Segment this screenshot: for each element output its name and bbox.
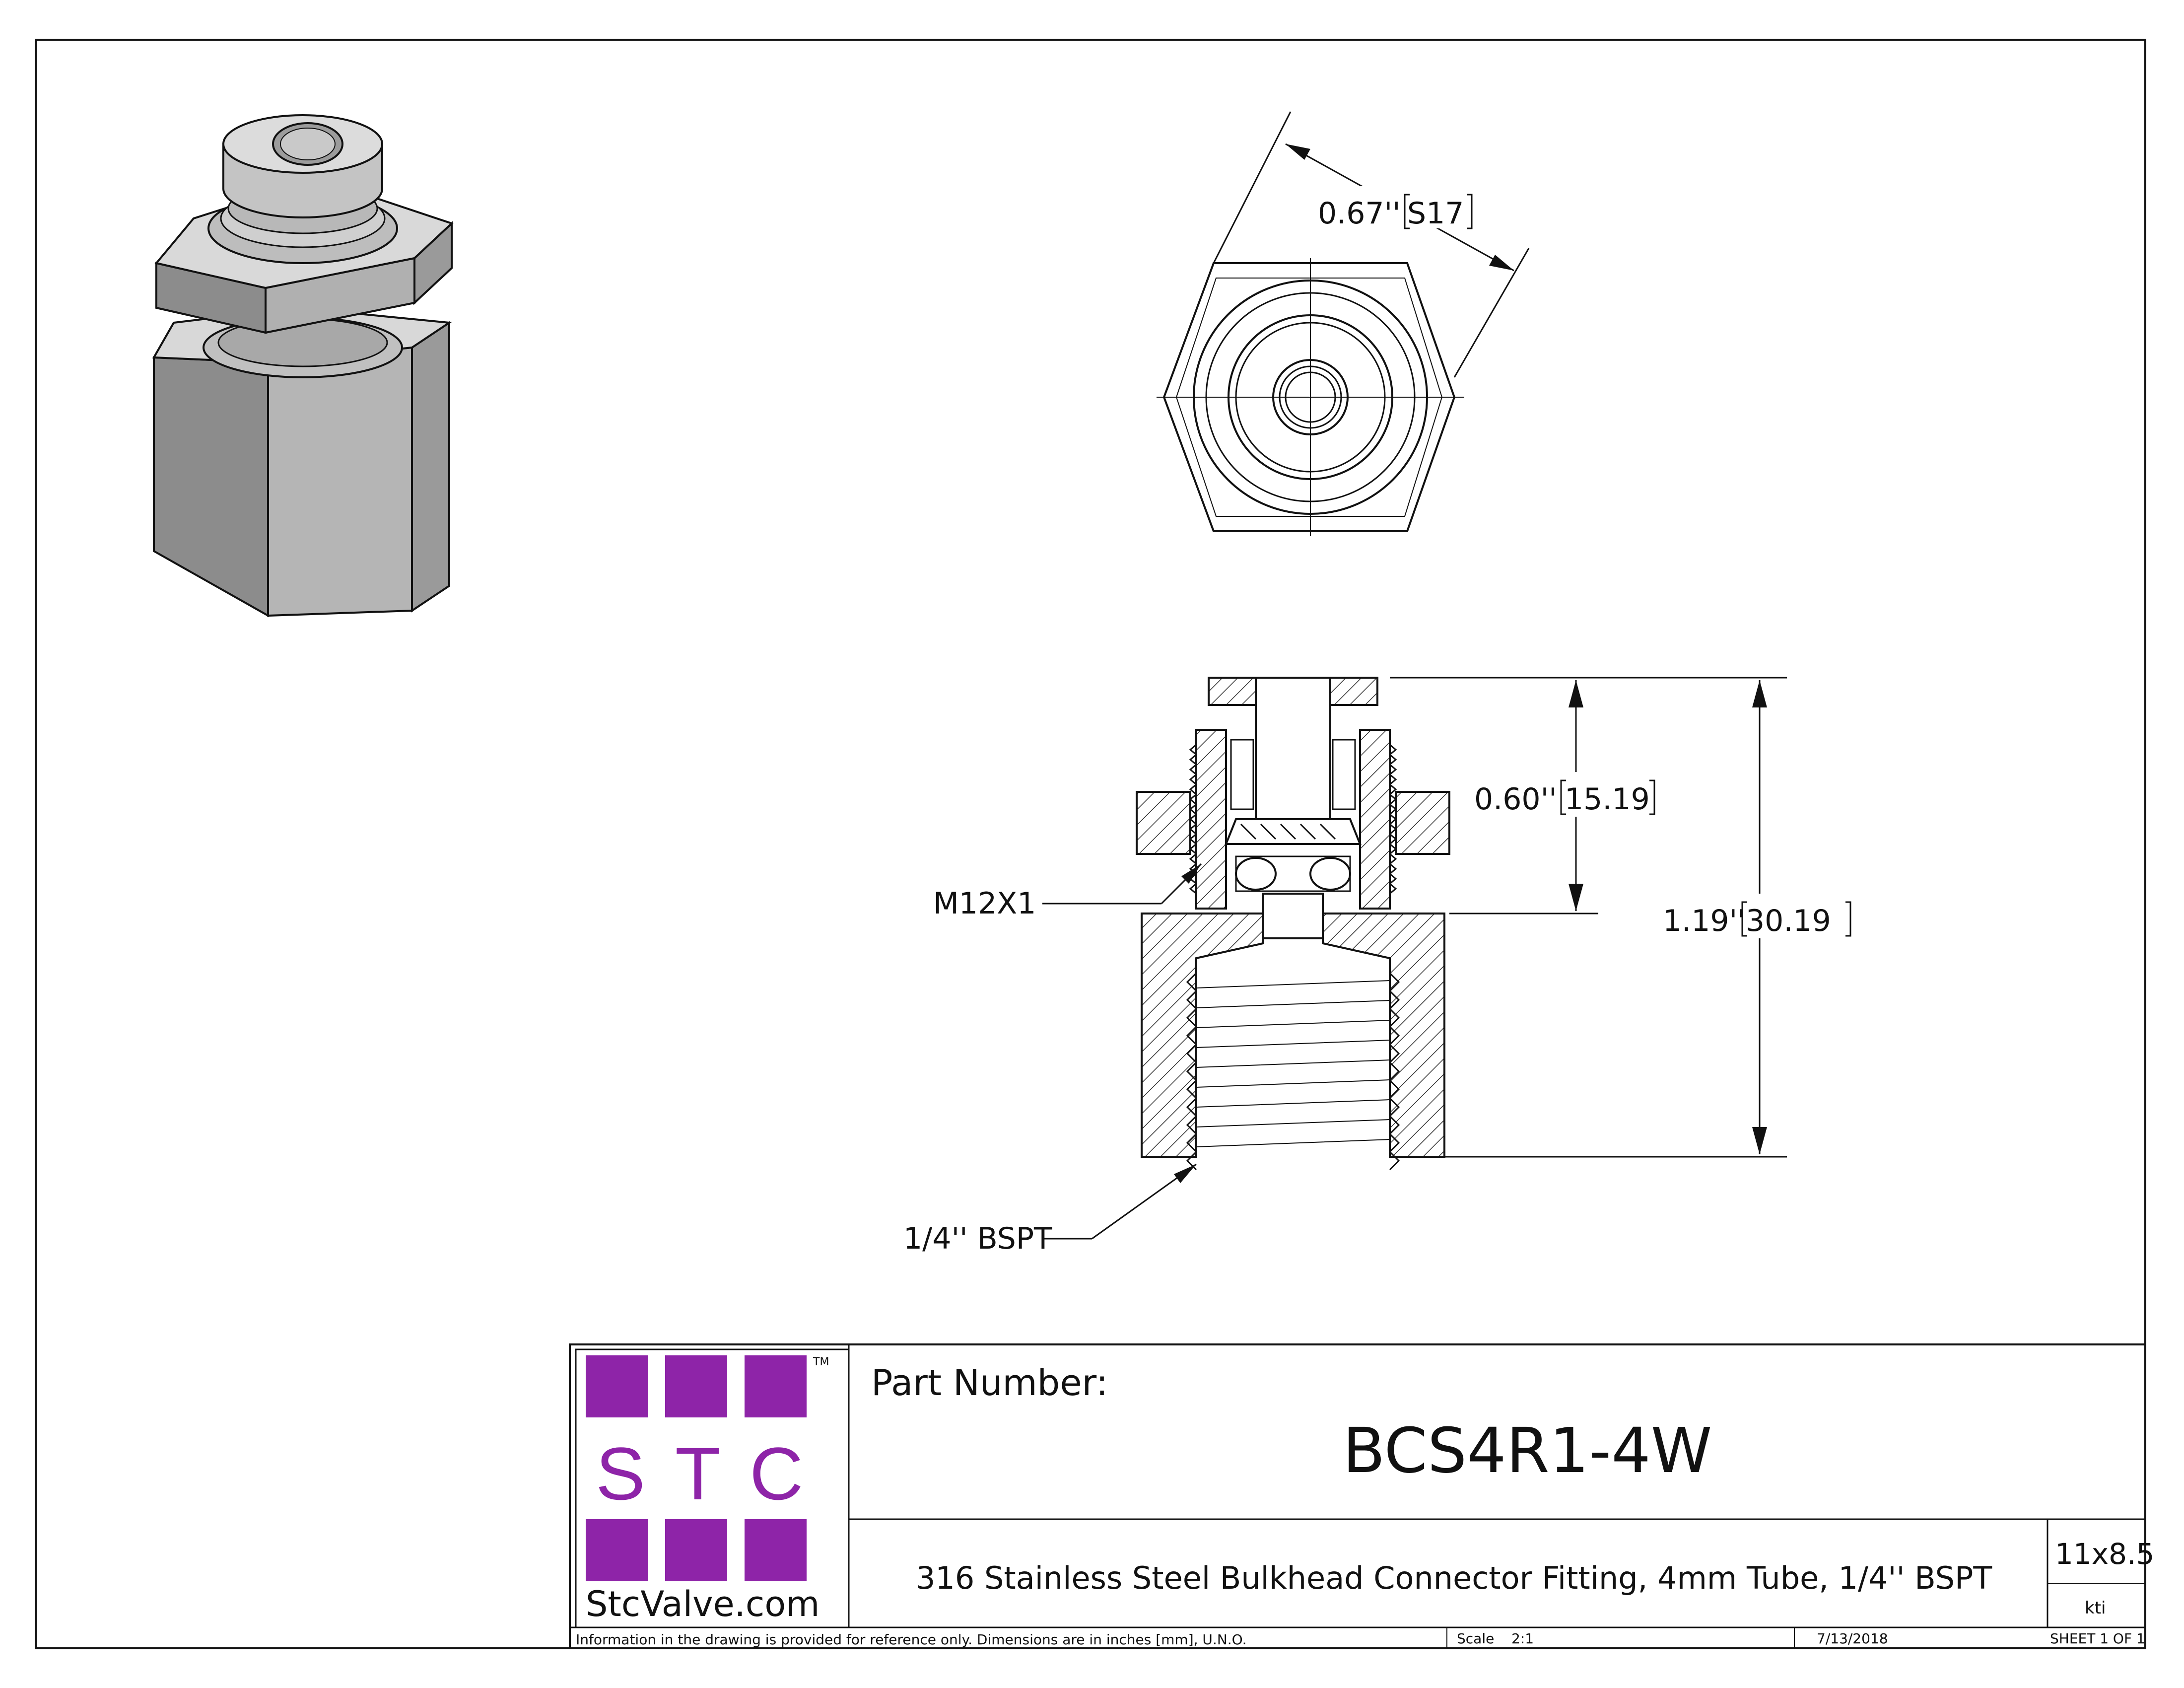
collet-bore-inner bbox=[280, 128, 336, 160]
hex-width-value: 0.67'' bbox=[1318, 196, 1401, 231]
section-body-left bbox=[1141, 913, 1264, 1158]
drawn-by: kti bbox=[2085, 1598, 2106, 1618]
website: StcValve.com bbox=[586, 1584, 819, 1624]
logo-square-4 bbox=[586, 1519, 648, 1581]
dim-119-bracket-left bbox=[1741, 901, 1747, 937]
section-cap-right bbox=[1329, 677, 1378, 706]
section-nut-left bbox=[1136, 791, 1191, 855]
logo-square-5 bbox=[665, 1519, 727, 1581]
body-hex-left-face bbox=[153, 356, 269, 618]
section-nut-right bbox=[1395, 791, 1450, 855]
thread-depth-mm: 15.19 bbox=[1565, 782, 1650, 817]
section-view: 0.60'' 15.19 1.19'' 30.19 M12X1 1/4'' BS… bbox=[903, 677, 1856, 1256]
logo-square-1 bbox=[586, 1355, 648, 1417]
description: 316 Stainless Steel Bulkhead Connector F… bbox=[916, 1560, 1992, 1596]
logo-square-3 bbox=[745, 1355, 807, 1417]
section-body-right bbox=[1322, 913, 1445, 1158]
dim-060-bracket-right bbox=[1649, 779, 1655, 815]
body-hex-front-face bbox=[267, 346, 413, 617]
dim-119-arrow-top bbox=[1752, 680, 1767, 707]
bspt-thread-right bbox=[1388, 972, 1400, 1171]
drawing-date: 7/13/2018 bbox=[1817, 1630, 1888, 1647]
dim-119-bracket-right bbox=[1845, 901, 1851, 937]
dim-060-arrow-bottom bbox=[1569, 884, 1583, 911]
o-ring-right bbox=[1309, 857, 1351, 891]
sheet-size: 11x8.5 bbox=[2055, 1537, 2154, 1571]
thread-depth-value: 0.60'' bbox=[1474, 782, 1557, 817]
overall-length-mm: 30.19 bbox=[1746, 904, 1831, 938]
o-ring-groove bbox=[1235, 855, 1351, 892]
hex-dim-ext-right bbox=[1453, 248, 1530, 378]
section-stem-left bbox=[1195, 729, 1227, 910]
cartridge-collet-left bbox=[1230, 739, 1254, 810]
dim-060-bracket-left bbox=[1560, 779, 1566, 815]
title-block: TM S T C StcValve.com Part Number: BCS4R… bbox=[569, 1343, 2154, 1649]
hex-dim-bracket-right bbox=[1467, 194, 1473, 229]
dim-060-label-bg bbox=[1469, 772, 1663, 817]
bspt-thread-left bbox=[1186, 972, 1198, 1171]
logo-letter-s: S bbox=[596, 1432, 645, 1515]
cartridge-teeth bbox=[1225, 818, 1362, 845]
upper-thread-callout: M12X1 bbox=[933, 886, 1036, 921]
scale-label: Scale bbox=[1457, 1630, 1494, 1647]
logo-square-2 bbox=[665, 1355, 727, 1417]
dim-119-arrow-bottom bbox=[1752, 1127, 1767, 1154]
logo-letter-c: C bbox=[750, 1432, 803, 1515]
o-ring-left bbox=[1235, 857, 1277, 891]
hex-dim-ext-left bbox=[1213, 111, 1292, 264]
logo-trademark: TM bbox=[813, 1356, 829, 1368]
m12-leader-arrow bbox=[1181, 864, 1201, 884]
hex-width-mm: S17 bbox=[1407, 196, 1464, 231]
isometric-view bbox=[152, 114, 454, 618]
hex-dim-arrow-left bbox=[1286, 144, 1310, 160]
bspt-leader-arrow bbox=[1174, 1164, 1196, 1183]
sheet-number: SHEET 1 OF 1 bbox=[2050, 1630, 2145, 1647]
hex-dim-label-bg bbox=[1310, 186, 1474, 228]
disclaimer: Information in the drawing is provided f… bbox=[576, 1631, 1246, 1648]
end-view: 0.67'' S17 bbox=[1157, 111, 1530, 536]
section-cap-left bbox=[1208, 677, 1257, 706]
body-hex-right-face bbox=[411, 321, 450, 613]
section-stem-right bbox=[1359, 729, 1391, 910]
part-number-label: Part Number: bbox=[871, 1362, 1108, 1404]
logo-square-6 bbox=[745, 1519, 807, 1581]
cartridge-collet-right bbox=[1332, 739, 1356, 810]
lower-thread-callout: 1/4'' BSPT bbox=[903, 1221, 1052, 1256]
scale-value: 2:1 bbox=[1511, 1630, 1534, 1647]
dim-060-arrow-top bbox=[1569, 680, 1583, 707]
section-passage bbox=[1262, 893, 1324, 939]
part-number: BCS4R1-4W bbox=[1343, 1415, 1712, 1487]
section-tube-bore bbox=[1255, 677, 1331, 820]
hex-dim-bracket-left bbox=[1404, 194, 1410, 229]
overall-length-value: 1.19'' bbox=[1663, 904, 1746, 938]
logo-letter-t: T bbox=[675, 1432, 721, 1515]
cartridge-teeth-detail bbox=[1240, 823, 1336, 840]
hex-dim-arrow-right bbox=[1489, 255, 1514, 271]
bspt-thread-lines bbox=[1196, 980, 1390, 1147]
dim-119-label-bg bbox=[1658, 894, 1856, 938]
